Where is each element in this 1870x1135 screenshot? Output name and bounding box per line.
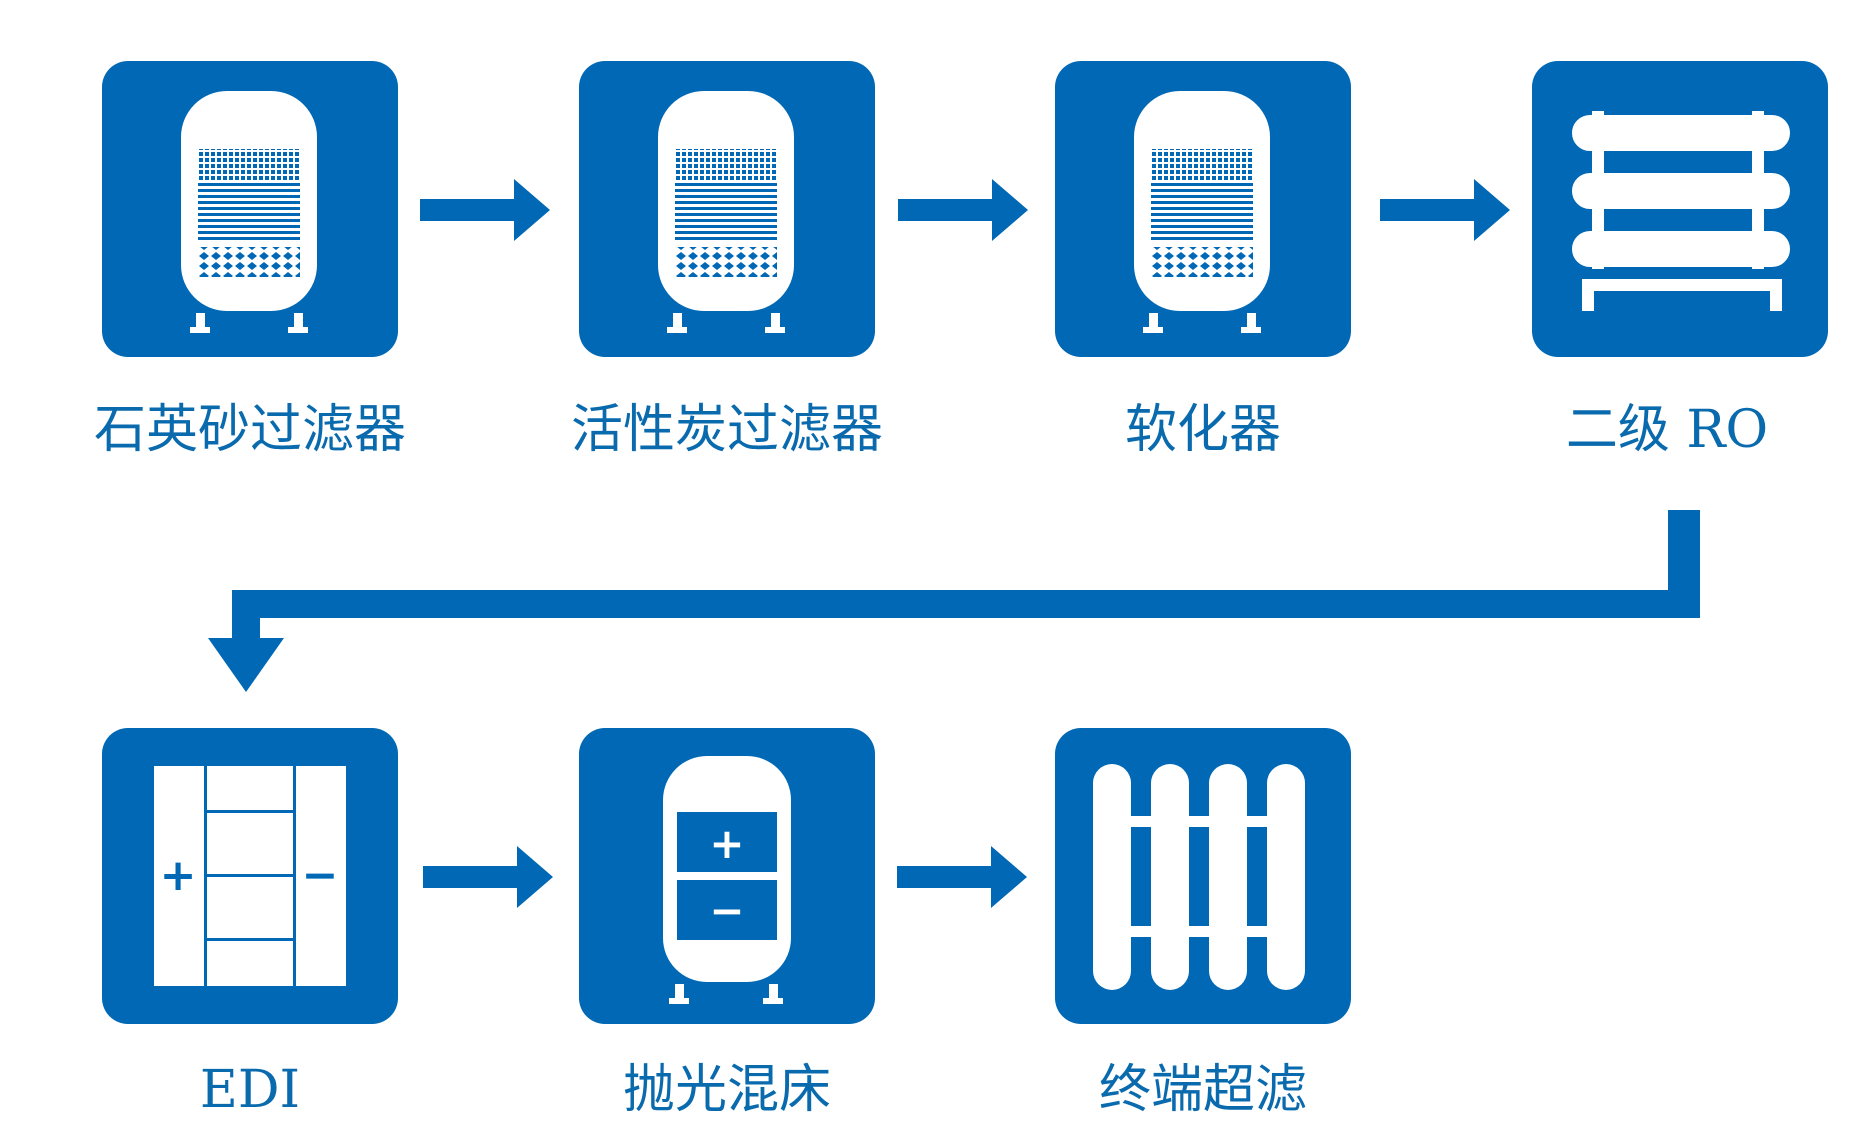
filter-tank-icon	[1134, 91, 1270, 333]
step-label: 抛光混床	[622, 1060, 831, 1120]
step-terminal-ultrafiltration	[1055, 728, 1351, 1024]
edi-plus-sign: +	[160, 850, 197, 901]
step-softener	[1055, 61, 1351, 357]
filter-tank-icon	[658, 91, 794, 333]
arrow-right-icon	[420, 179, 550, 241]
step-label: 活性炭过滤器	[570, 400, 883, 460]
step-edi: + −	[102, 728, 398, 1024]
arrow-right-icon	[897, 846, 1027, 908]
arrow-right-icon	[898, 179, 1028, 241]
bed-plus-sign: +	[709, 819, 744, 868]
step-label: 软化器	[1124, 400, 1281, 460]
arrow-right-icon	[1380, 179, 1510, 241]
arrow-right-icon	[423, 846, 553, 908]
step-label: 终端超滤	[1098, 1060, 1307, 1120]
ultrafiltration-icon	[1093, 764, 1305, 990]
step-activated-carbon-filter	[579, 61, 875, 357]
filter-tank-icon	[181, 91, 317, 333]
step-polishing-mixed-bed: + −	[579, 728, 875, 1024]
ro-membrane-rack-icon	[1568, 111, 1794, 311]
step-quartz-sand-filter	[102, 61, 398, 357]
connector-arrow-icon	[208, 510, 1700, 692]
step-label: EDI	[199, 1060, 301, 1120]
step-label: 二级 RO	[1565, 400, 1769, 460]
edi-module-icon: + −	[154, 766, 346, 986]
bed-minus-sign: −	[709, 886, 744, 935]
mixed-bed-tank-icon: + −	[663, 756, 791, 1004]
edi-minus-sign: −	[302, 850, 339, 901]
step-two-stage-ro	[1532, 61, 1828, 357]
step-label: 石英砂过滤器	[93, 400, 406, 460]
